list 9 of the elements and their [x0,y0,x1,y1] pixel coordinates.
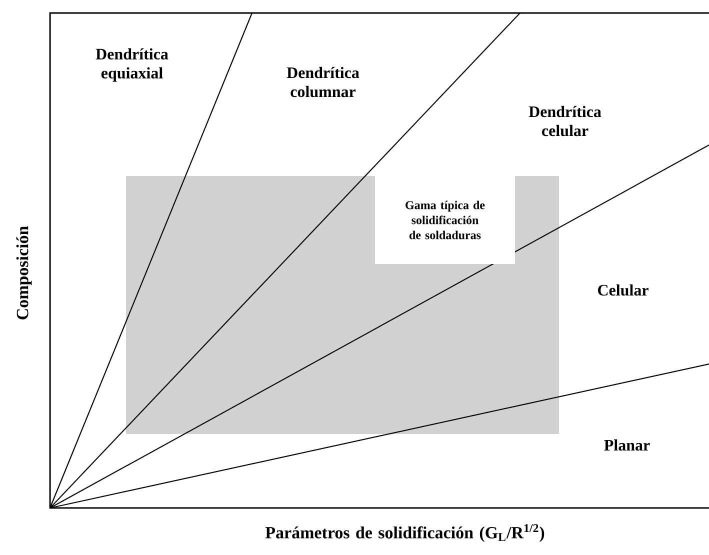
text-box: Gama típica de solidificación de soldaduras [375,176,515,264]
region-label: Celular [598,284,648,296]
axis-label: Parámetros de solidificación (G$_{L}$/R$^{1/2}$) [265,524,544,542]
region-label: Planar [604,439,650,451]
region-label: Dendrítica columnar [286,66,360,98]
region-label: Dendrítica equiaxial [96,48,168,82]
node-label: Gama típica de solidificación de soldaduras [406,200,485,240]
region-label: Dendrítica celular [528,106,602,136]
axis-label: Composición [16,226,32,320]
